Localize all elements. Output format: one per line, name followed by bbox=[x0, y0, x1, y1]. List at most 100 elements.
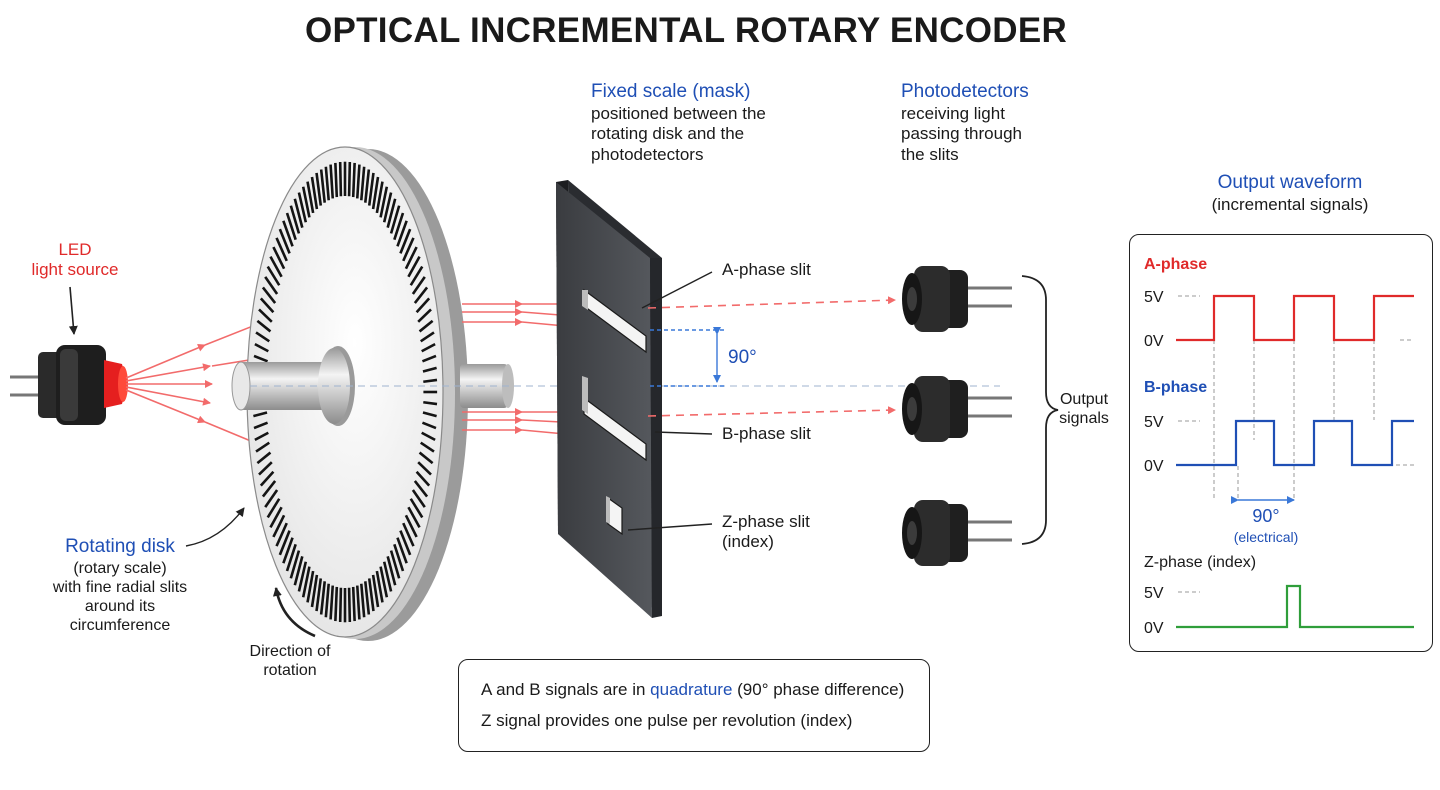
disk-slit bbox=[266, 265, 281, 286]
disk-slit bbox=[379, 186, 389, 218]
disk-slit bbox=[278, 530, 291, 556]
electrical-note: (electrical) bbox=[1233, 529, 1299, 545]
disk-slit bbox=[334, 586, 339, 622]
disk-slit bbox=[371, 176, 380, 210]
disk-slit bbox=[272, 246, 286, 270]
slit-leaders bbox=[185, 271, 713, 547]
disk-slit bbox=[404, 514, 418, 538]
disk-slit bbox=[409, 498, 424, 519]
disk-slit bbox=[306, 570, 315, 603]
disk-slit bbox=[269, 506, 283, 528]
disk-slit bbox=[253, 421, 269, 430]
note-line1-before: A and B signals are in bbox=[481, 680, 651, 699]
photodetectors-label: Photodetectors receiving light passing t… bbox=[901, 81, 1029, 165]
disk-slit bbox=[407, 256, 421, 278]
disk-slit bbox=[411, 276, 426, 295]
disk-line4: circumference bbox=[69, 617, 171, 635]
b-phase-low-label: 0V bbox=[1144, 458, 1164, 475]
b-phase-slit-label: B-phase slit bbox=[722, 424, 811, 443]
disk-slit bbox=[258, 461, 273, 476]
disk-slit bbox=[254, 342, 269, 353]
disk-slit bbox=[382, 561, 393, 592]
disk-slit bbox=[297, 192, 308, 223]
disk-slit bbox=[386, 198, 397, 228]
disk-slit bbox=[371, 574, 380, 608]
a-phase-low-label: 0V bbox=[1144, 333, 1164, 350]
disk-slit bbox=[367, 578, 375, 612]
disk-slit bbox=[420, 331, 435, 343]
photodetectors-line2: passing through bbox=[901, 124, 1022, 144]
disk-slit bbox=[411, 489, 426, 508]
disk-slit bbox=[329, 164, 335, 199]
disk-slit bbox=[266, 498, 281, 519]
disk-slit bbox=[382, 192, 393, 223]
disk-slit bbox=[418, 451, 434, 465]
disk-slit bbox=[282, 537, 294, 564]
led-pointer bbox=[68, 286, 78, 335]
disk-label: Rotating disk (rotary scale) with fine r… bbox=[30, 536, 210, 636]
disk-slit bbox=[417, 308, 432, 323]
disk-slit bbox=[301, 186, 311, 218]
disk-slit bbox=[272, 514, 286, 538]
disk-slit bbox=[285, 543, 297, 572]
disk-slit bbox=[418, 319, 434, 333]
z-phase-high-label: 5V bbox=[1144, 585, 1164, 602]
disk-slit bbox=[363, 169, 371, 203]
disk-slit bbox=[282, 220, 294, 247]
a-phase-high-label: 5V bbox=[1144, 289, 1164, 306]
a-phase-label: A-phase bbox=[1144, 256, 1208, 273]
disk-slit bbox=[293, 198, 304, 228]
mask-to-detector-beams bbox=[647, 296, 896, 417]
disk-slit bbox=[256, 319, 272, 333]
disk-slit bbox=[259, 297, 275, 314]
output-signals-line2: signals bbox=[1059, 410, 1109, 428]
b-phase-high-label: 5V bbox=[1144, 414, 1164, 431]
photodetectors-line1: receiving light bbox=[901, 103, 1005, 123]
rotation-line2: rotation bbox=[263, 662, 317, 680]
disk-slit bbox=[422, 366, 437, 373]
waveform-subheading: (incremental signals) bbox=[1211, 194, 1369, 214]
disk-slit bbox=[386, 556, 397, 586]
disk-slit bbox=[255, 441, 270, 453]
output-signals-label: Output signals bbox=[1052, 390, 1116, 428]
disk-slit bbox=[423, 400, 438, 406]
notes-box: A and B signals are in quadrature (90° p… bbox=[458, 659, 930, 752]
mask-line1: positioned between the bbox=[591, 103, 766, 123]
disk-slit bbox=[275, 237, 288, 262]
z-phase-label: Z-phase (index) bbox=[1144, 554, 1257, 571]
disk-slit bbox=[402, 237, 415, 262]
z-phase-slit-label: Z-phase slit (index) bbox=[722, 512, 810, 553]
mask-line2: rotating disk and the bbox=[591, 124, 745, 144]
disk-slit bbox=[285, 212, 297, 241]
disk-slit bbox=[393, 543, 405, 572]
disk-slit bbox=[253, 411, 268, 418]
disk-slit bbox=[421, 354, 437, 363]
disk-slit bbox=[324, 583, 330, 618]
disk-slit bbox=[324, 166, 330, 201]
disk-radial-slits bbox=[252, 161, 438, 623]
disk-slit bbox=[338, 161, 343, 197]
z-phase-wave bbox=[1176, 584, 1414, 629]
disk-slit bbox=[355, 585, 361, 620]
disk-slit bbox=[399, 228, 412, 254]
z-phase-low-label: 0V bbox=[1144, 620, 1164, 637]
disk-slit bbox=[375, 181, 384, 214]
disk-slit bbox=[421, 431, 436, 442]
disk-slit bbox=[351, 162, 356, 198]
disk-slit bbox=[315, 578, 323, 612]
note-line1-after: (90° phase difference) bbox=[732, 680, 905, 699]
disk-slit bbox=[379, 566, 389, 598]
disk-line1: (rotary scale) bbox=[73, 559, 167, 577]
disk-slit bbox=[423, 378, 438, 384]
disk-slit bbox=[338, 587, 343, 623]
disk-slit bbox=[415, 470, 431, 487]
z-phase-slit-line2: (index) bbox=[722, 532, 774, 552]
disk-slit bbox=[360, 166, 366, 201]
disk-slit bbox=[264, 489, 279, 508]
disk-slit bbox=[399, 530, 412, 556]
photodetector-b-icon bbox=[902, 376, 1012, 442]
note-line2: Z signal provides one pulse per revoluti… bbox=[481, 711, 853, 730]
disk-slit bbox=[289, 205, 301, 234]
note-quadrature: quadrature bbox=[650, 680, 733, 699]
